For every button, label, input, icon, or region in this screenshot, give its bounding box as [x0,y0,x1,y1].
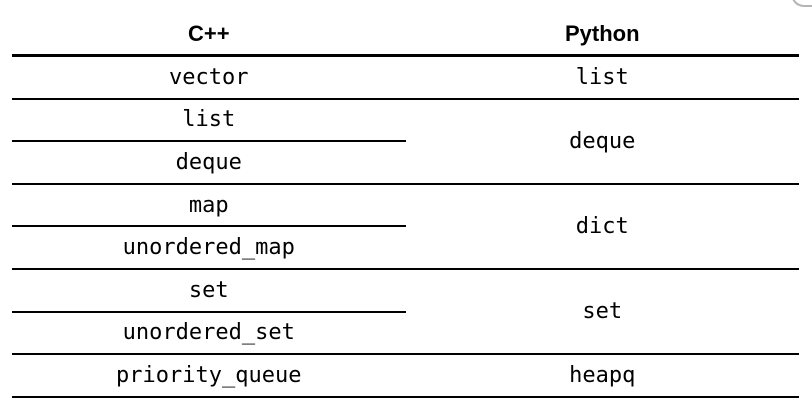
table-row: priority_queue heapq [12,354,799,398]
table-row: set set [12,268,799,356]
cpp-cell: unordered_set [12,311,406,356]
table-row: deque [12,141,799,185]
python-cell: deque [405,98,799,185]
rounded-corner-fragment [791,0,812,7]
table-row: map dict [12,183,799,270]
table-row: unordered_set [12,311,799,356]
table-row: unordered_map [12,226,799,270]
cpp-cell: set [12,268,406,313]
python-cell: list [405,55,799,100]
column-header-cpp: C++ [12,14,406,57]
python-cell: set [405,268,799,356]
cpp-cell: map [12,183,406,228]
python-cell: heapq [405,354,799,398]
table-row: vector list [12,55,799,100]
column-header-python: Python [405,14,799,57]
cpp-python-comparison-table: C++ Python vector list list deque deque … [12,14,799,398]
cpp-cell: vector [12,55,406,100]
header-row: C++ Python [12,14,799,57]
cpp-cell: list [12,98,406,143]
python-cell: dict [405,183,799,270]
cpp-cell: deque [12,141,406,185]
table-row: list deque [12,98,799,185]
cpp-cell: priority_queue [12,354,406,398]
cpp-cell: unordered_map [12,226,406,270]
